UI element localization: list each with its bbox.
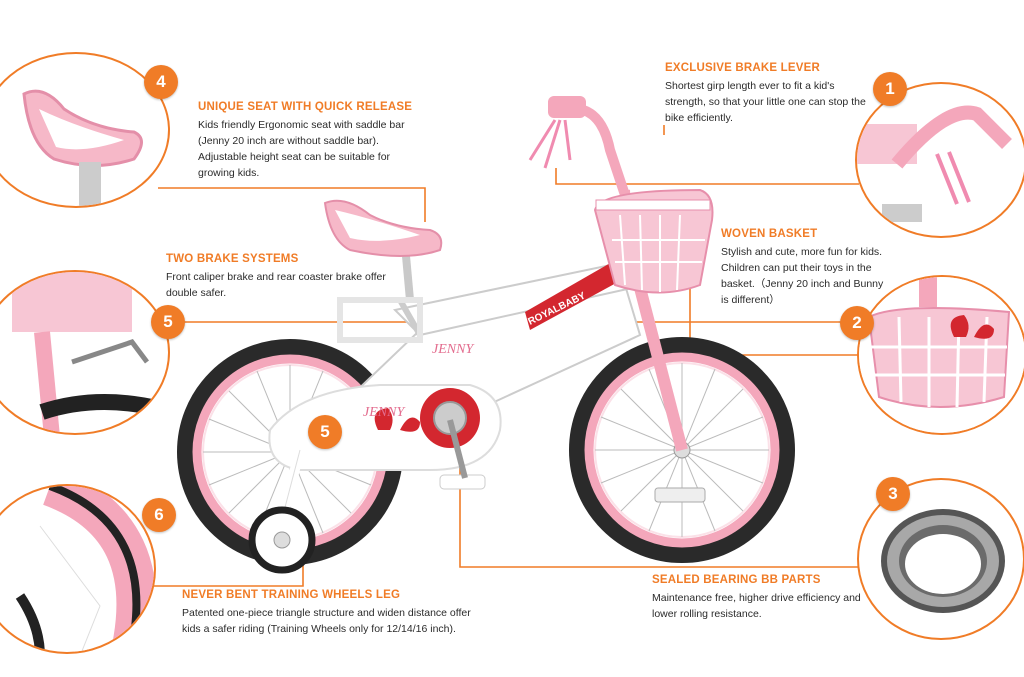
bb-connector: [459, 437, 862, 568]
brake-lever-connector: [555, 168, 859, 185]
training-wheel: [248, 448, 316, 574]
callout-brake-lever: EXCLUSIVE BRAKE LEVER Shortest girp leng…: [665, 62, 870, 126]
badge-1: 1: [873, 72, 907, 106]
inset-brakes: [0, 270, 170, 435]
basket: [593, 188, 714, 294]
cropped-top-text: — · · — · ·: [2, 0, 63, 6]
seat: [323, 199, 443, 257]
callout-brakes-body: Front caliper brake and rear coaster bra…: [166, 271, 386, 299]
inset-basket: [857, 275, 1024, 435]
callout-training-title: NEVER BENT TRAINING WHEELS LEG: [182, 589, 401, 601]
callout-brakes: TWO BRAKE SYSTEMS Front caliper brake an…: [166, 253, 386, 301]
callout-basket-title: WOVEN BASKET: [721, 228, 818, 240]
badge-3: 3: [876, 477, 910, 511]
callout-training: NEVER BENT TRAINING WHEELS LEG Patented …: [182, 589, 492, 637]
callout-seat: UNIQUE SEAT WITH QUICK RELEASE Kids frie…: [198, 101, 413, 181]
badge-2: 2: [840, 306, 874, 340]
callout-brake-lever-body: Shortest girp length ever to fit a kid's…: [665, 80, 866, 124]
callout-basket-body: Stylish and cute, more fun for kids. Chi…: [721, 246, 884, 306]
callout-seat-body: Kids friendly Ergonomic seat with saddle…: [198, 119, 405, 179]
callout-seat-title: UNIQUE SEAT WITH QUICK RELEASE: [198, 101, 413, 113]
callout-training-body: Patented one-piece triangle structure an…: [182, 607, 471, 635]
badge-5: 5: [151, 305, 185, 339]
inset-seat: [0, 52, 170, 208]
callout-basket: WOVEN BASKET Stylish and cute, more fun …: [721, 228, 891, 308]
front-wheel: [569, 337, 795, 563]
inset-brake-lever: [855, 82, 1024, 238]
callout-bearing-body: Maintenance free, higher drive efficienc…: [652, 592, 861, 620]
callout-bearing-title: SEALED BEARING BB PARTS: [652, 574, 821, 586]
seat-connector: [158, 187, 426, 222]
badge-6: 6: [142, 498, 176, 532]
badge-5-inner: 5: [308, 415, 342, 449]
frame-text: JENNY: [432, 342, 475, 357]
badge-4: 4: [144, 65, 178, 99]
chain-guard: [268, 384, 502, 471]
callout-bearing: SEALED BEARING BB PARTS Maintenance free…: [652, 574, 862, 622]
guard-text: JENNY: [363, 405, 406, 420]
callout-brake-lever-title: EXCLUSIVE BRAKE LEVER: [665, 62, 821, 74]
callout-brakes-title: TWO BRAKE SYSTEMS: [166, 253, 299, 265]
